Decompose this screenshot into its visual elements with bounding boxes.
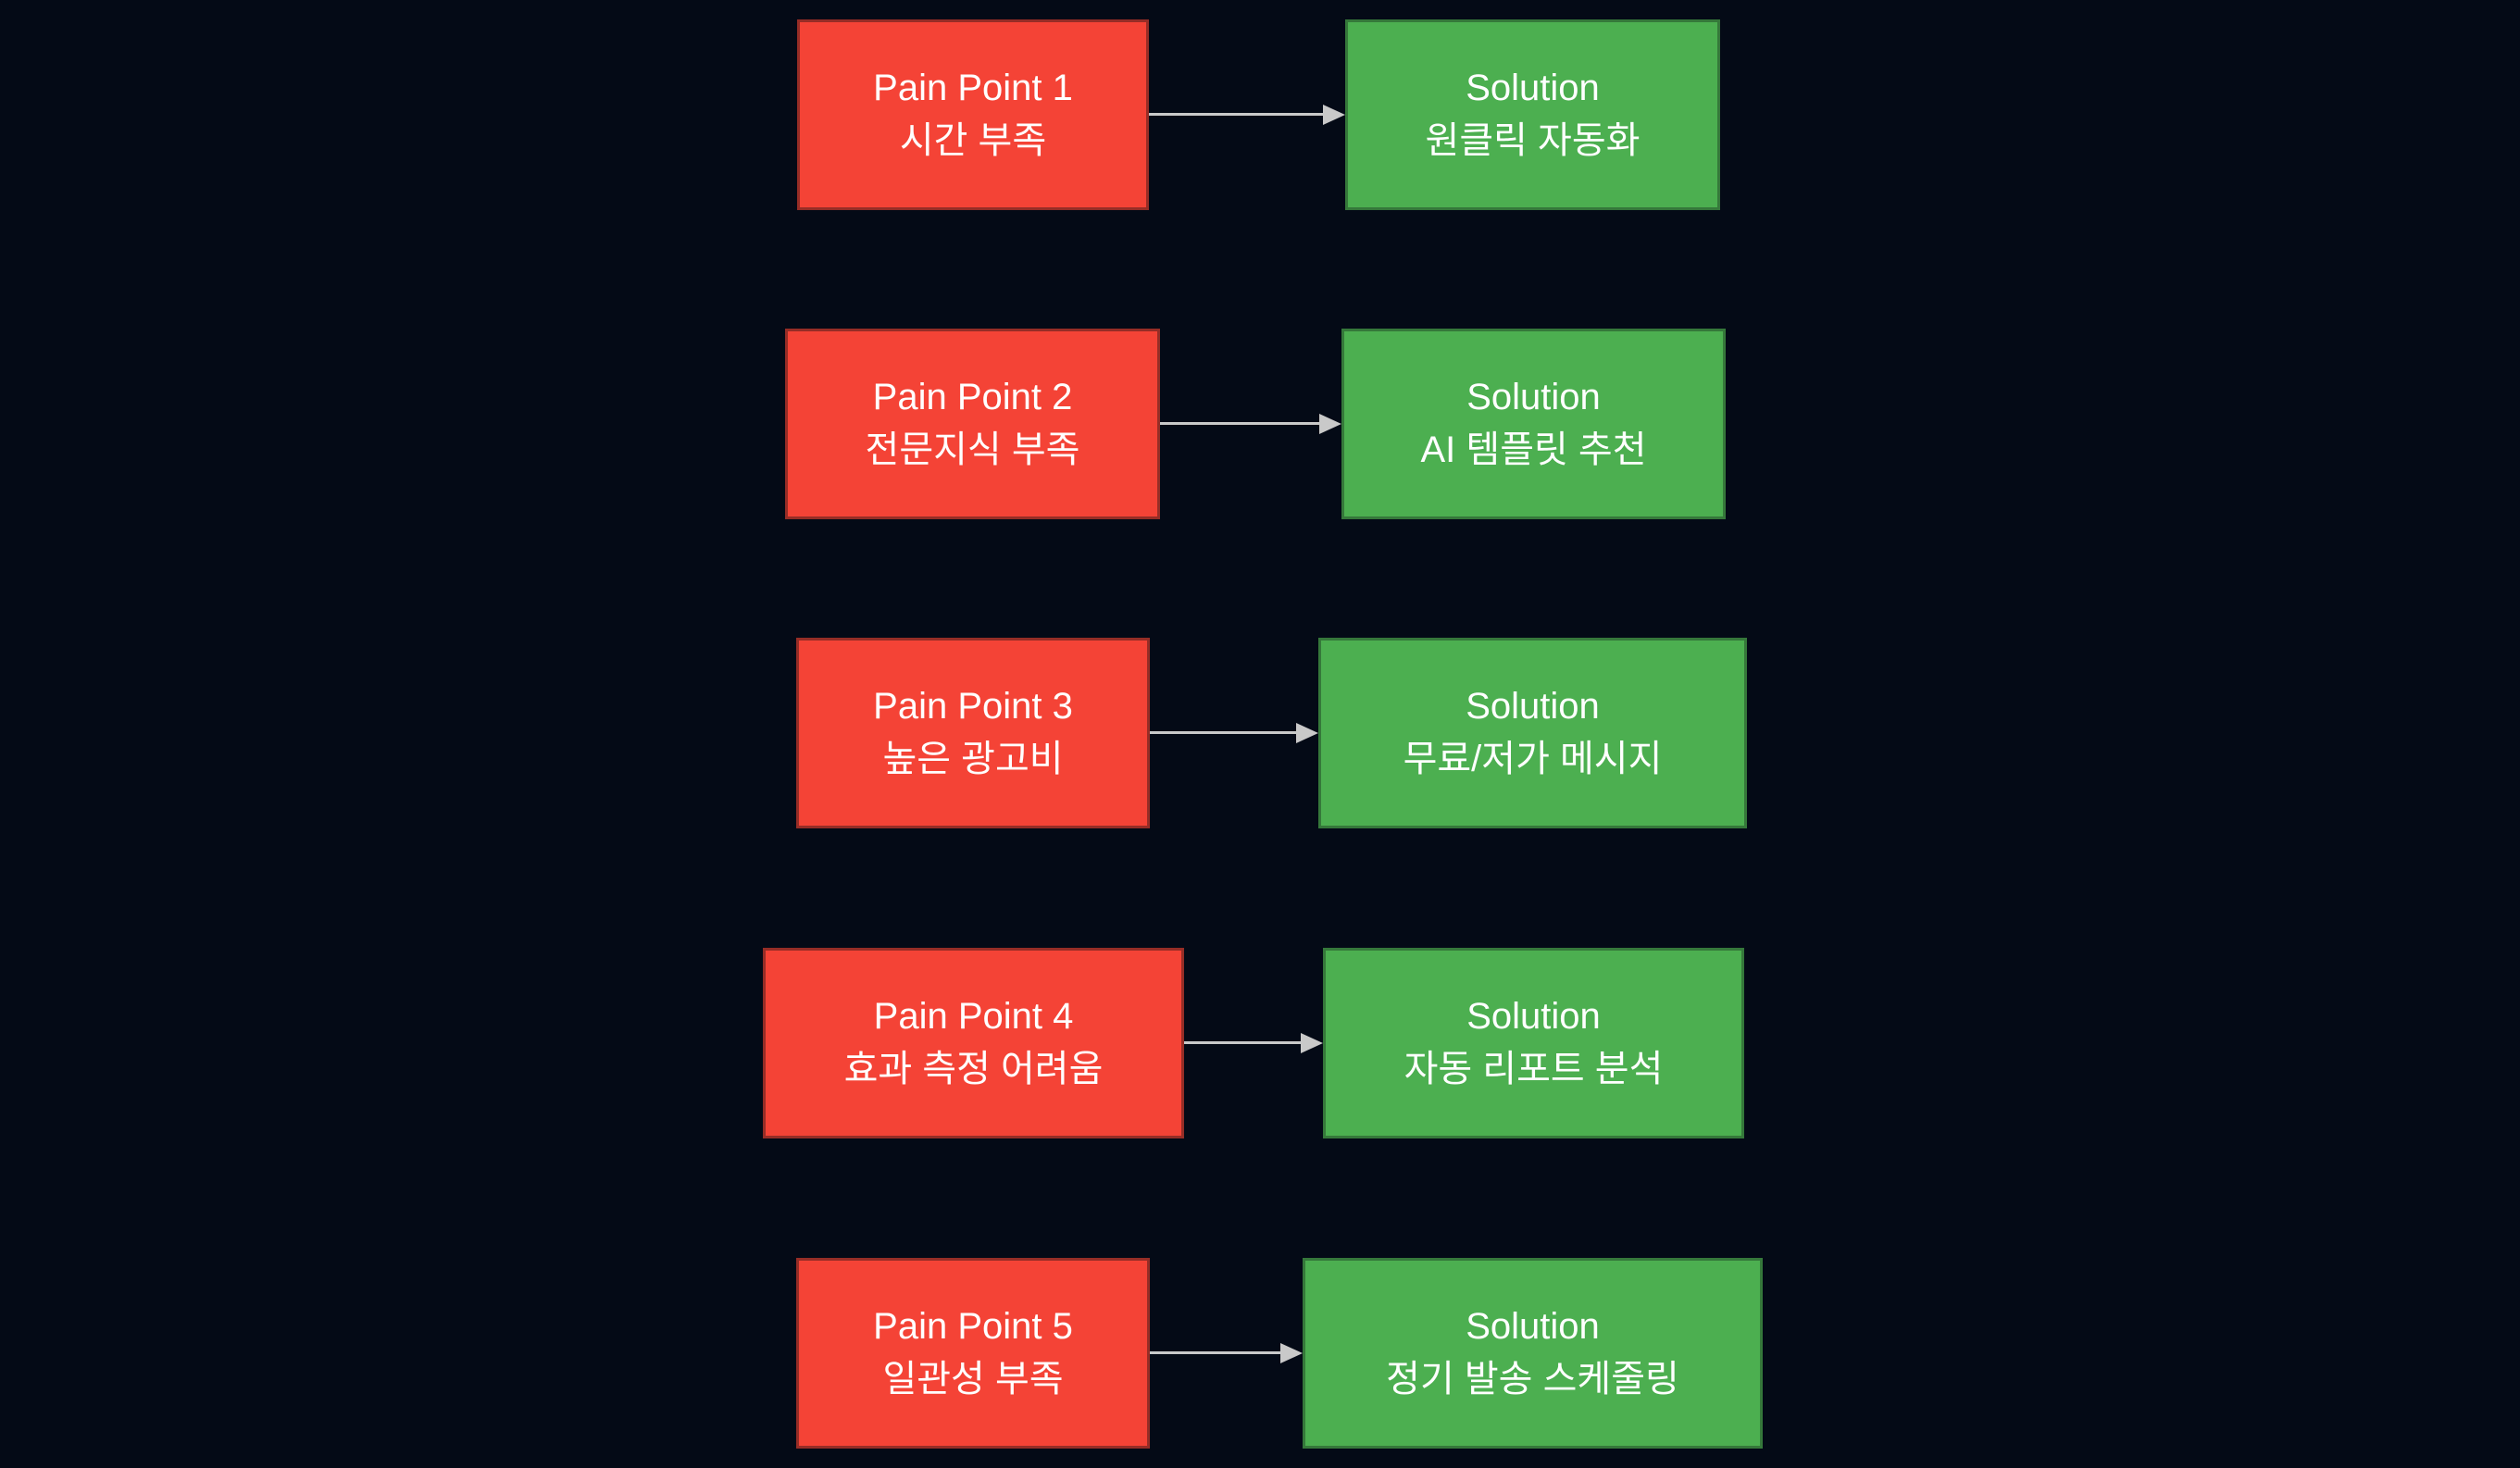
pain-node-subtitle: 시간 부족 — [899, 120, 1047, 161]
solution-node-subtitle: 정기 발송 스케줄링 — [1386, 1359, 1679, 1400]
solution-node-title: Solution — [1466, 377, 1601, 417]
solution-node: Solution 자동 리포트 분석 — [1323, 948, 1744, 1138]
arrow-head-icon — [1301, 1033, 1323, 1053]
solution-node: Solution 정기 발송 스케줄링 — [1303, 1258, 1763, 1449]
arrow-connector-line — [1184, 1041, 1304, 1044]
solution-node-subtitle: AI 템플릿 추천 — [1420, 429, 1647, 470]
solution-node-subtitle: 원클릭 자동화 — [1425, 120, 1640, 161]
arrow-connector-line — [1150, 731, 1300, 734]
solution-node-title: Solution — [1466, 1306, 1600, 1347]
pain-node-subtitle: 일관성 부족 — [882, 1359, 1064, 1400]
pain-node-title: Pain Point 4 — [873, 996, 1074, 1037]
pain-node-subtitle: 전문지식 부족 — [865, 429, 1080, 470]
pain-point-node: Pain Point 1 시간 부족 — [797, 19, 1149, 210]
pain-node-title: Pain Point 3 — [873, 686, 1073, 727]
arrow-connector-line — [1150, 1351, 1284, 1354]
pain-point-node: Pain Point 3 높은 광고비 — [796, 638, 1150, 828]
solution-node: Solution 원클릭 자동화 — [1345, 19, 1720, 210]
arrow-head-icon — [1323, 105, 1345, 125]
pain-node-title: Pain Point 2 — [872, 377, 1073, 417]
pain-point-node: Pain Point 2 전문지식 부족 — [785, 329, 1160, 519]
arrow-head-icon — [1280, 1343, 1303, 1363]
arrow-connector-line — [1160, 422, 1323, 425]
arrow-head-icon — [1319, 414, 1341, 434]
pain-point-node: Pain Point 5 일관성 부족 — [796, 1258, 1150, 1449]
pain-point-node: Pain Point 4 효과 측정 어려움 — [763, 948, 1184, 1138]
solution-node: Solution AI 템플릿 추천 — [1341, 329, 1726, 519]
solution-node-subtitle: 자동 리포트 분석 — [1403, 1049, 1664, 1089]
solution-node: Solution 무료/저가 메시지 — [1318, 638, 1747, 828]
pain-node-title: Pain Point 5 — [873, 1306, 1073, 1347]
arrow-head-icon — [1296, 723, 1318, 743]
pain-node-subtitle: 효과 측정 어려움 — [843, 1049, 1104, 1089]
solution-node-title: Solution — [1466, 996, 1601, 1037]
arrow-connector-line — [1149, 113, 1327, 116]
solution-node-subtitle: 무료/저가 메시지 — [1403, 739, 1663, 779]
pain-node-subtitle: 높은 광고비 — [882, 739, 1064, 779]
solution-node-title: Solution — [1466, 68, 1600, 108]
pain-node-title: Pain Point 1 — [873, 68, 1073, 108]
solution-node-title: Solution — [1466, 686, 1600, 727]
